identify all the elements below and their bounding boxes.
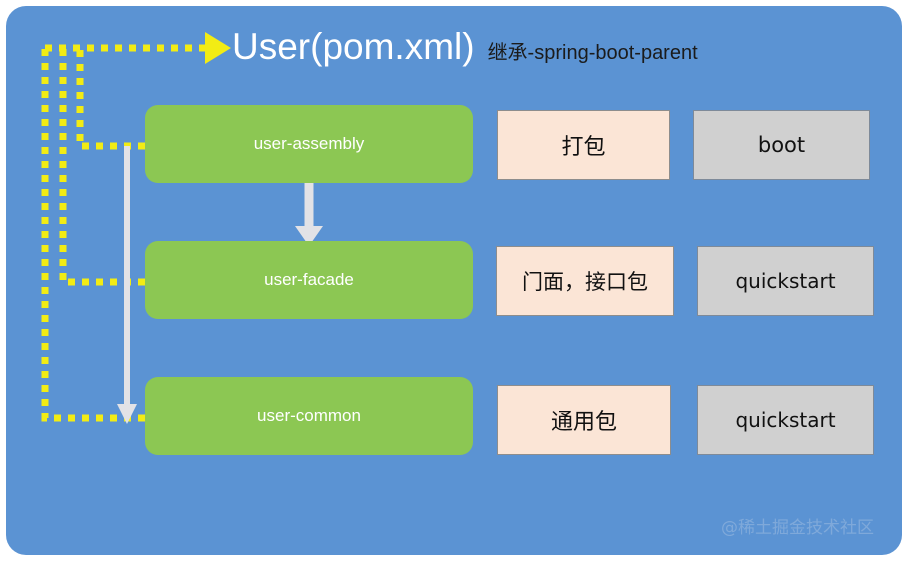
note-box-user-facade: 门面，接口包 (496, 246, 674, 316)
module-box-user-facade[interactable]: user-facade (145, 241, 473, 319)
module-label: user-facade (264, 270, 354, 289)
page-subtitle: 继承-spring-boot-parent (487, 42, 698, 64)
note-box-user-assembly: 打包 (497, 110, 670, 180)
module-label: user-assembly (253, 134, 365, 153)
packaging-label: quickstart (735, 269, 836, 293)
module-label: user-common (257, 406, 361, 425)
module-box-user-assembly[interactable]: user-assembly (145, 105, 473, 183)
packaging-box-user-assembly: boot (693, 110, 870, 180)
watermark: @稀土掘金技术社区 (721, 518, 874, 538)
note-label: 打包 (561, 135, 606, 160)
note-label: 门面，接口包 (522, 270, 648, 294)
diagram-title: User(pom.xml) 继承-spring-boot-parent (232, 28, 698, 80)
note-label: 通用包 (550, 410, 617, 435)
packaging-box-user-facade: quickstart (697, 246, 874, 316)
note-box-user-common: 通用包 (497, 385, 671, 455)
packaging-box-user-common: quickstart (697, 385, 874, 455)
packaging-label: boot (757, 133, 806, 157)
page-title: User(pom.xml) (232, 26, 475, 67)
packaging-label: quickstart (735, 408, 836, 432)
module-box-user-common[interactable]: user-common (145, 377, 473, 455)
